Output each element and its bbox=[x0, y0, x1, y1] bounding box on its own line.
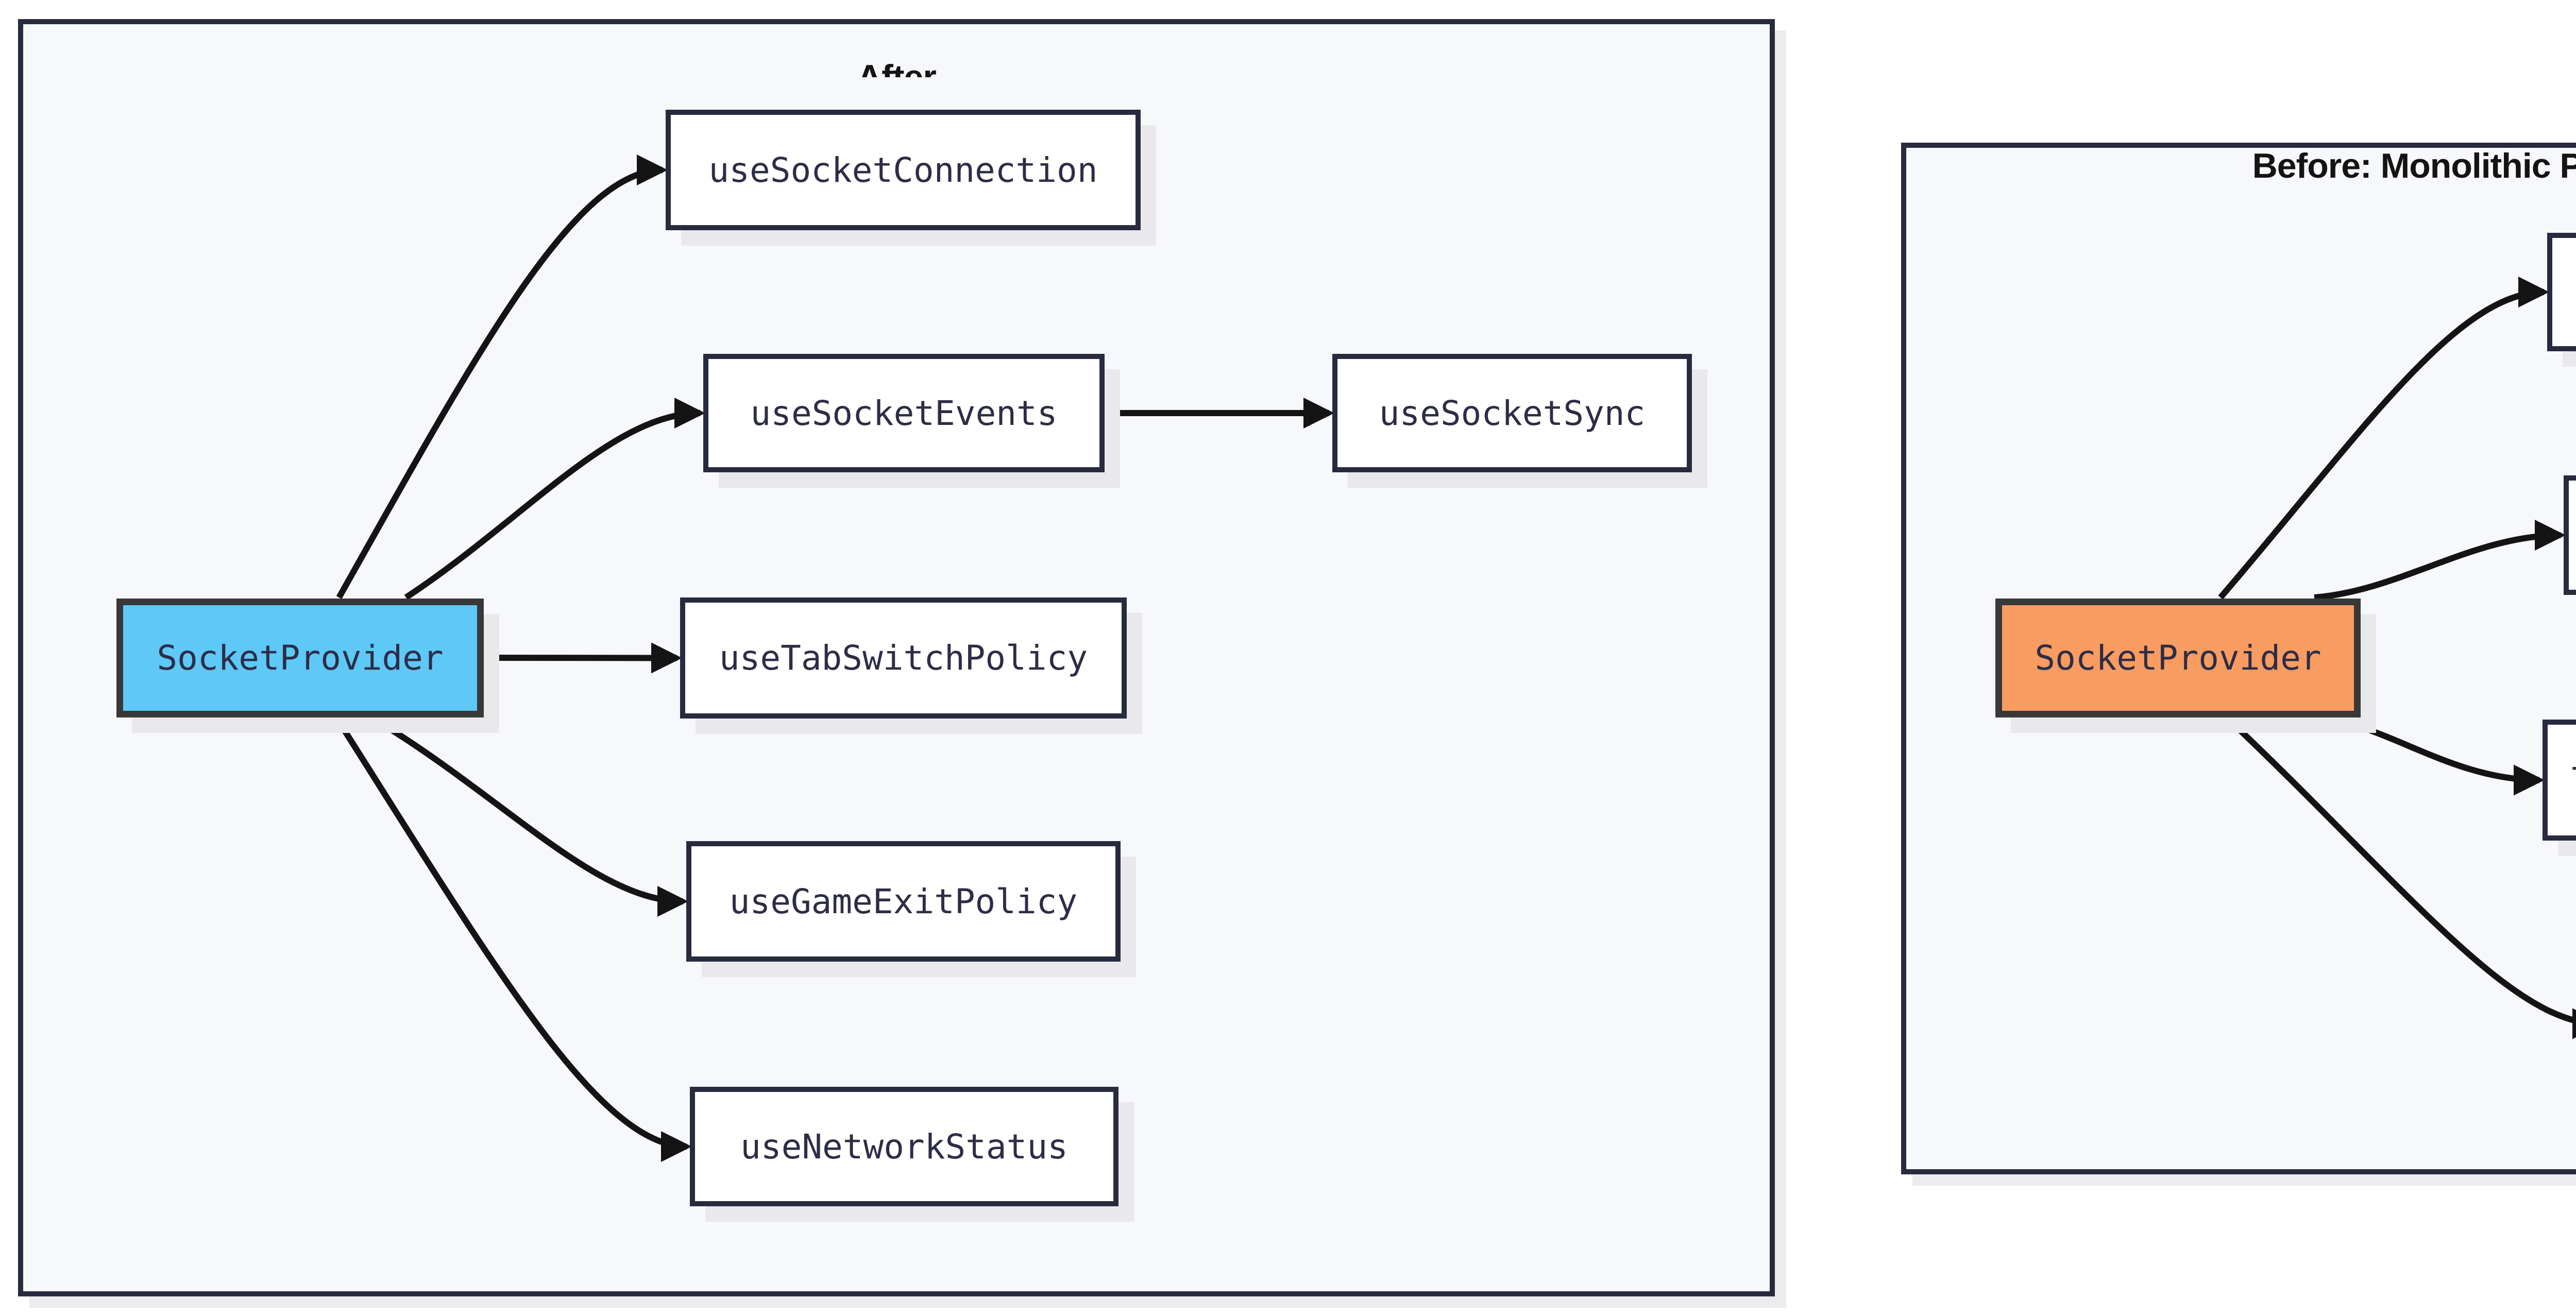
panel-before-title-text: Before: Monolithic Provider bbox=[2252, 146, 2576, 185]
edge-SocketProviderA-useNetworkStatus bbox=[334, 716, 692, 1162]
edge-SocketProviderB-StateSync bbox=[2225, 716, 2576, 1039]
edge-SocketProviderB-TabSwitchPolicy bbox=[2323, 715, 2545, 796]
node-label: useSocketSync bbox=[1379, 393, 1646, 433]
edge-SocketProviderB-ConnectionLogic bbox=[2218, 277, 2549, 600]
node-label: useSocketEvents bbox=[750, 393, 1058, 433]
edge-SocketProviderA-useGameExitPolicy bbox=[371, 715, 688, 917]
node-useGameExitPolicy: useGameExitPolicy bbox=[686, 841, 1121, 962]
node-SocketProviderB: SocketProvider bbox=[1995, 599, 2361, 717]
edge-SocketProviderA-useSocketConnection bbox=[336, 155, 668, 599]
node-label: useSocketConnection bbox=[708, 150, 1098, 190]
edge-SocketProviderA-useSocketEvents bbox=[404, 398, 705, 601]
node-TabSwitchPolicy: Tab Switch Policy bbox=[2543, 720, 2576, 841]
node-label: SocketProvider bbox=[157, 638, 444, 678]
node-ConnectionLogic: Connection Logic bbox=[2547, 233, 2576, 351]
node-label: useGameExitPolicy bbox=[729, 881, 1078, 921]
edge-SocketProviderB-EventHandlers bbox=[2314, 520, 2566, 601]
node-label: Tab Switch Policy bbox=[2572, 760, 2576, 800]
panel-before-title: Before: Monolithic Provider bbox=[1901, 148, 2576, 190]
node-label: SocketProvider bbox=[2035, 638, 2321, 678]
panel-after-title: After bbox=[18, 56, 1775, 77]
node-useSocketEvents: useSocketEvents bbox=[703, 354, 1105, 472]
node-useSocketConnection: useSocketConnection bbox=[666, 110, 1141, 230]
node-SocketProviderA: SocketProvider bbox=[116, 599, 484, 717]
node-useSocketSync: useSocketSync bbox=[1332, 354, 1692, 472]
node-EventHandlers: Event Handlers bbox=[2564, 475, 2576, 595]
node-label: useNetworkStatus bbox=[740, 1126, 1068, 1167]
panel-after-title-text: After bbox=[857, 58, 937, 77]
node-useNetworkStatus: useNetworkStatus bbox=[690, 1087, 1118, 1206]
node-label: useTabSwitchPolicy bbox=[719, 638, 1088, 678]
node-useTabSwitchPolicy: useTabSwitchPolicy bbox=[680, 597, 1127, 719]
